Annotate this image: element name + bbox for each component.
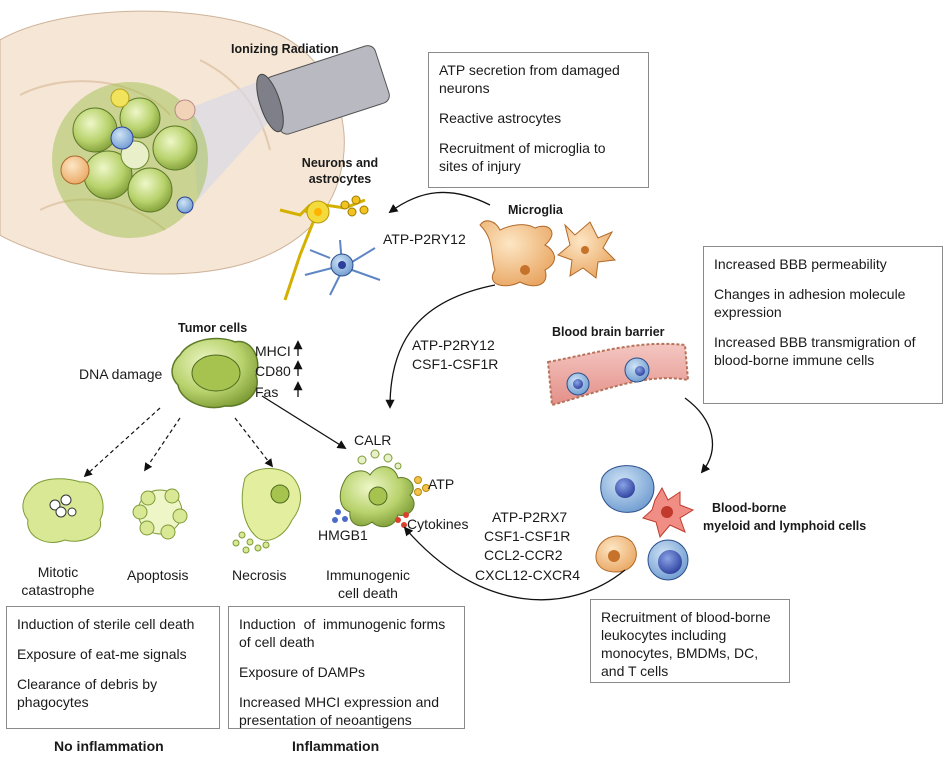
neuron-effects-box: ATP secretion from damaged neurons React…: [428, 52, 649, 188]
necrosis-label: Necrosis: [232, 567, 287, 583]
box-line: Clearance of debris by phagocytes: [17, 676, 158, 710]
calr-label: CALR: [354, 432, 392, 448]
mitotic-label-2: catastrophe: [21, 582, 95, 598]
bbb-label: Blood brain barrier: [552, 325, 665, 339]
ionizing-radiation-label: Ionizing Radiation: [231, 42, 339, 56]
edge-label: CSF1-CSF1R: [484, 528, 571, 544]
marker-mhci: MHCI: [255, 343, 291, 359]
blood-borne-label-2: myeloid and lymphoid cells: [703, 519, 867, 533]
marker-fas: Fas: [255, 384, 279, 400]
blood-vessel-illustration: [546, 342, 690, 407]
edge-label: CSF1-CSF1R: [412, 356, 499, 372]
atp-p2ry12-label: ATP-P2RY12: [383, 231, 466, 247]
brain-illustration: [0, 10, 390, 275]
apoptosis-cell: [132, 488, 188, 540]
immunogenic-cell: [332, 449, 430, 528]
apoptosis-label: Apoptosis: [127, 567, 189, 583]
no-inflammation-label: No inflammation: [54, 738, 164, 754]
mitotic-label-1: Mitotic: [37, 564, 79, 580]
immunogenic-label-2: cell death: [338, 585, 398, 601]
edge-label: ATP-P2RX7: [492, 509, 568, 525]
neuron-astrocyte-illustration: [279, 195, 381, 301]
blood-borne-label-1: Blood-borne: [712, 501, 787, 515]
recruitment-box: Recruitment of blood-borne leukocytes in…: [590, 599, 790, 683]
blood-borne-cells-illustration: [595, 465, 695, 581]
radiation-device: [256, 45, 390, 135]
mitotic-catastrophe-cell: [22, 478, 104, 543]
inflammation-box: Induction of immunogenic forms of cell d…: [228, 606, 465, 729]
tumor-cell-illustration: [171, 337, 259, 409]
dna-damage-label: DNA damage: [79, 366, 163, 382]
box-line: Recruitment of microglia to sites of inj…: [439, 140, 606, 174]
tumor-cells-label: Tumor cells: [178, 321, 248, 335]
box-line: ATP secretion from damaged neurons: [439, 62, 620, 96]
edge-label: CXCL12-CXCR4: [475, 567, 581, 583]
box-line: Reactive astrocytes: [439, 110, 562, 126]
edge-label: CCL2-CCR2: [484, 547, 563, 563]
tumor-mass: [52, 82, 208, 238]
box-line: Induction of immunogenic forms of cell d…: [239, 616, 450, 650]
immunogenic-label-1: Immunogenic: [325, 567, 411, 583]
atp-label: ATP: [428, 476, 455, 492]
necrosis-cell: [232, 468, 302, 554]
arrows: [83, 191, 714, 601]
inflammation-label: Inflammation: [292, 738, 380, 754]
bbb-effects-box: Increased BBB permeability Changes in ad…: [703, 246, 943, 404]
no-inflammation-box: Induction of sterile cell death Exposure…: [6, 606, 220, 729]
edge-label: ATP-P2RY12: [412, 337, 495, 353]
box-line: Increased BBB permeability: [714, 256, 887, 272]
box-line: Exposure of eat-me signals: [17, 646, 187, 662]
box-line: Induction of sterile cell death: [17, 616, 195, 632]
box-line: Changes in adhesion molecule expression: [714, 286, 906, 320]
hmgb1-label: HMGB1: [318, 527, 368, 543]
microglia-label: Microglia: [508, 203, 563, 217]
microglia-illustration: [479, 220, 617, 287]
box-line: Increased MHCI expression and presentati…: [239, 694, 439, 728]
box-line: Exposure of DAMPs: [239, 664, 366, 680]
box-line: Increased BBB transmigration of blood-bo…: [714, 334, 916, 368]
marker-cd80: CD80: [255, 363, 291, 379]
cytokines-label: Cytokines: [407, 516, 469, 532]
neurons-astrocytes-label: Neurons and astrocytes: [301, 156, 379, 186]
